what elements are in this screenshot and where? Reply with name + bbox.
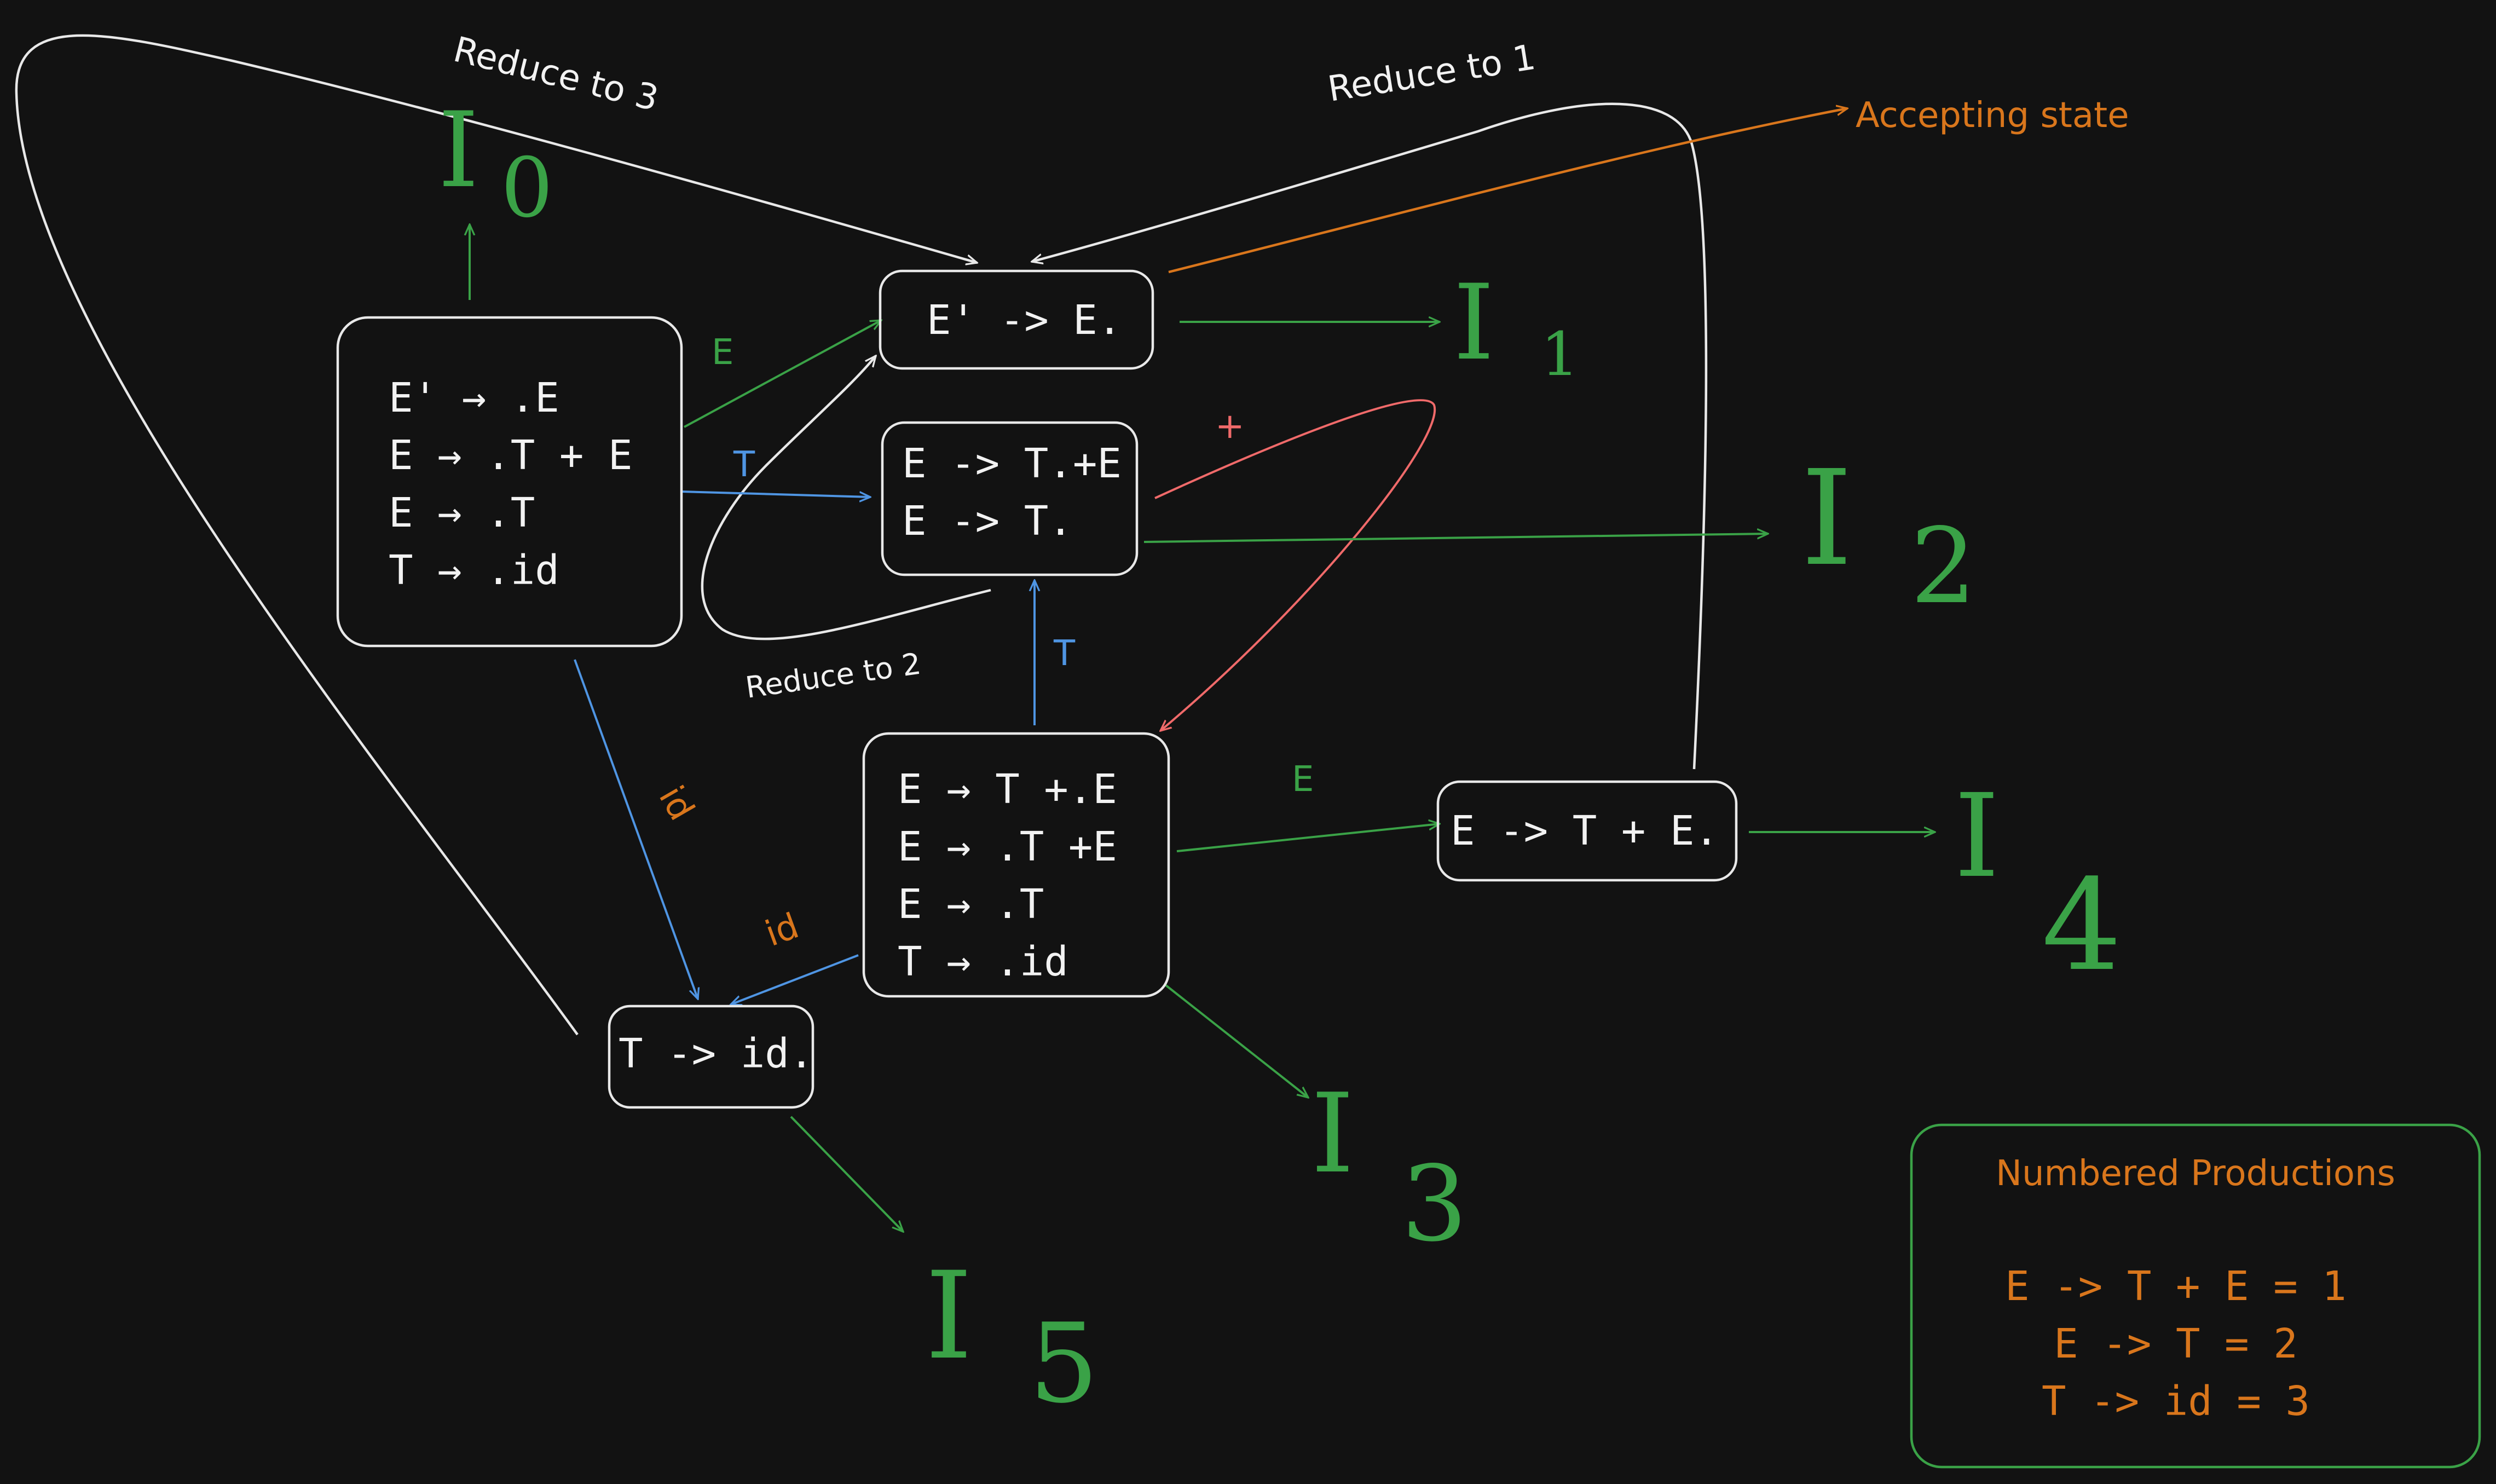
legend-production: T -> id = 3 xyxy=(2042,1378,2310,1425)
plus-transition-i2-i3 xyxy=(1154,399,1436,731)
item-line: E → .T +E xyxy=(898,823,1117,870)
state-label-i5: I 5 xyxy=(925,1246,1099,1428)
item-line: E → .T xyxy=(898,881,1044,928)
t-transition-i0-i2 xyxy=(681,490,870,497)
reduce-to-3-label: Reduce to 3 xyxy=(449,30,662,119)
svg-text:I: I xyxy=(438,90,479,211)
item-set-i3: E → T +.E E → .T +E E → .T T → .id xyxy=(862,732,1170,998)
svg-text:I: I xyxy=(925,1246,973,1386)
edge-label-t-i3-i2: T xyxy=(1053,633,1076,674)
item-set-i1: E' -> E. xyxy=(879,269,1154,370)
state-label-i0: I 0 xyxy=(438,90,553,236)
edge-label-e-i3-i4: E xyxy=(1292,759,1314,800)
item-line: E' -> E. xyxy=(927,297,1122,344)
item-line: E -> T + E. xyxy=(1451,807,1719,854)
item-set-i0: E' → .E E → .T + E E → .T T → .id xyxy=(336,316,683,648)
reduce-to-2-curve xyxy=(701,356,991,640)
id-transition-i3-i5 xyxy=(731,954,859,1004)
legend-title: Numbered Productions xyxy=(1996,1153,2395,1194)
item-line: E -> T. xyxy=(902,498,1073,545)
state-label-i1: I 1 xyxy=(1453,262,1579,389)
e-transition-i3-i4 xyxy=(1176,824,1440,852)
svg-text:I: I xyxy=(1801,442,1853,595)
svg-text:I: I xyxy=(1453,262,1494,383)
id-transition-i0-i5 xyxy=(574,659,698,999)
edge-label-plus-i2-i3: + xyxy=(1215,406,1245,447)
reduce-to-1-curve xyxy=(1032,102,1708,770)
item-line: T → .id xyxy=(389,547,559,594)
edge-label-e-i0-i1: E xyxy=(712,332,733,373)
item-set-i5: T -> id. xyxy=(608,1004,814,1109)
edge-label-t-i0-i2: T xyxy=(733,444,755,485)
state-label-i2: I 2 xyxy=(1801,442,1977,627)
item-set-i4: E -> T + E. xyxy=(1436,780,1738,882)
edge-label-id-i0-i5: id xyxy=(651,779,702,828)
svg-text:0: 0 xyxy=(501,141,553,236)
svg-text:5: 5 xyxy=(1029,1300,1099,1428)
svg-text:I: I xyxy=(1311,1070,1354,1198)
item-line: E' → .E xyxy=(389,374,559,421)
arrow-box5-to-i5 xyxy=(790,1116,903,1232)
accepting-state-label: Accepting state xyxy=(1856,95,2129,136)
item-line: T → .id xyxy=(898,938,1068,985)
item-line: E → .T + E xyxy=(389,432,633,479)
accepting-arrow xyxy=(1168,108,1847,274)
reduce-to-2-label: Reduce to 2 xyxy=(743,646,923,705)
arrow-box3-to-i3 xyxy=(1165,984,1308,1098)
reduce-to-3-curve xyxy=(15,34,977,1036)
item-line: E → T +.E xyxy=(898,766,1117,813)
legend-production: E -> T + E = 1 xyxy=(2005,1263,2347,1310)
svg-text:3: 3 xyxy=(1401,1144,1467,1264)
item-line: E → .T xyxy=(389,489,535,536)
edge-label-id-i3-i5: id xyxy=(760,906,804,955)
item-line: T -> id. xyxy=(619,1030,813,1077)
state-label-i3: I 3 xyxy=(1311,1070,1467,1264)
svg-text:4: 4 xyxy=(2042,853,2122,999)
numbered-productions-legend: Numbered Productions E -> T + E = 1 E ->… xyxy=(1910,1123,2481,1469)
state-label-i4: I 4 xyxy=(1954,769,2122,999)
item-line: E -> T.+E xyxy=(902,440,1122,487)
item-set-i2: E -> T.+E E -> T. xyxy=(881,421,1139,576)
arrow-box2-to-i2 xyxy=(1143,534,1768,543)
svg-text:2: 2 xyxy=(1910,506,1977,627)
reduce-to-1-label: Reduce to 1 xyxy=(1325,37,1538,110)
svg-text:1: 1 xyxy=(1541,319,1579,389)
legend-production: E -> T = 2 xyxy=(2054,1320,2298,1367)
svg-text:I: I xyxy=(1954,769,2000,903)
e-transition-i0-i1 xyxy=(684,320,881,428)
